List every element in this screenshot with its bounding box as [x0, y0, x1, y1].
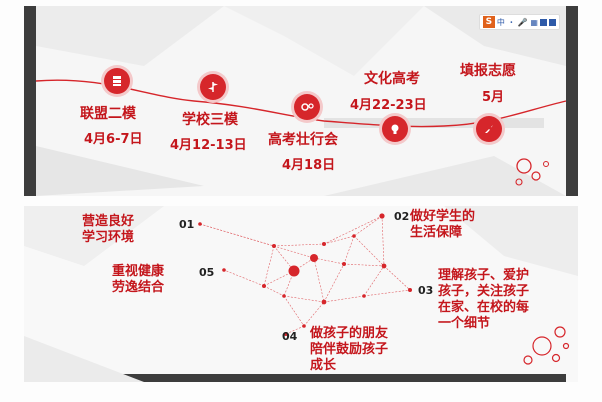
- network-num-3: 03: [418, 284, 434, 297]
- settings-icon: [549, 18, 556, 26]
- network-text-5: 重视健康 劳逸结合: [112, 264, 165, 295]
- network-text-3: 理解孩子、爱护 孩子，关注孩子 在家、在校的每 一个细节: [438, 268, 530, 331]
- gears-icon: [294, 94, 320, 120]
- timeline-date-5: 5月: [482, 90, 505, 105]
- timeline-date-3: 4月18日: [282, 158, 336, 173]
- timeline-slide: S 中 ・ 🎤 ▦ 联盟二模 4月6-7日 学校三模 4月12-13日 高考壮行…: [24, 6, 578, 196]
- slide-right-edge: [566, 6, 578, 196]
- network-diagram: [24, 206, 578, 382]
- network-num-5: 05: [199, 266, 215, 279]
- timeline-title-2: 学校三模: [182, 112, 238, 128]
- ime-toolbar[interactable]: S 中 ・ 🎤 ▦: [478, 14, 560, 30]
- network-text-2: 做好学生的 生活保障: [410, 209, 476, 240]
- signpost-icon: [200, 74, 226, 100]
- sogou-logo-icon: S: [482, 16, 495, 28]
- timeline-title-4: 文化高考: [364, 71, 420, 87]
- timeline-date-2: 4月12-13日: [170, 138, 247, 153]
- slide-left-edge: [24, 6, 36, 196]
- ime-toolbar-text: 中 ・ 🎤 ▦: [496, 17, 538, 27]
- network-text-4: 做孩子的朋友 陪伴鼓励孩子 成长: [310, 326, 389, 373]
- network-text-1: 营造良好 学习环境: [82, 214, 135, 245]
- slide-bottom-edge: [36, 374, 566, 382]
- rocket-icon: [476, 116, 502, 142]
- network-num-4: 04: [282, 330, 298, 343]
- timeline-title-1: 联盟二模: [80, 106, 136, 122]
- timeline-date-1: 4月6-7日: [84, 132, 143, 147]
- grid-icon: [540, 18, 547, 26]
- timeline-title-3: 高考壮行会: [268, 132, 338, 148]
- timeline-title-5: 填报志愿: [460, 63, 516, 79]
- server-icon: [104, 68, 130, 94]
- timeline-date-4: 4月22-23日: [350, 98, 427, 113]
- network-num-1: 01: [179, 218, 195, 231]
- network-slide: 营造良好 学习环境 01 02 做好学生的 生活保障 重视健康 劳逸结合 05 …: [24, 206, 578, 382]
- lightbulb-icon: [382, 116, 408, 142]
- network-num-2: 02: [394, 210, 410, 223]
- timeline-background: [35, 6, 567, 196]
